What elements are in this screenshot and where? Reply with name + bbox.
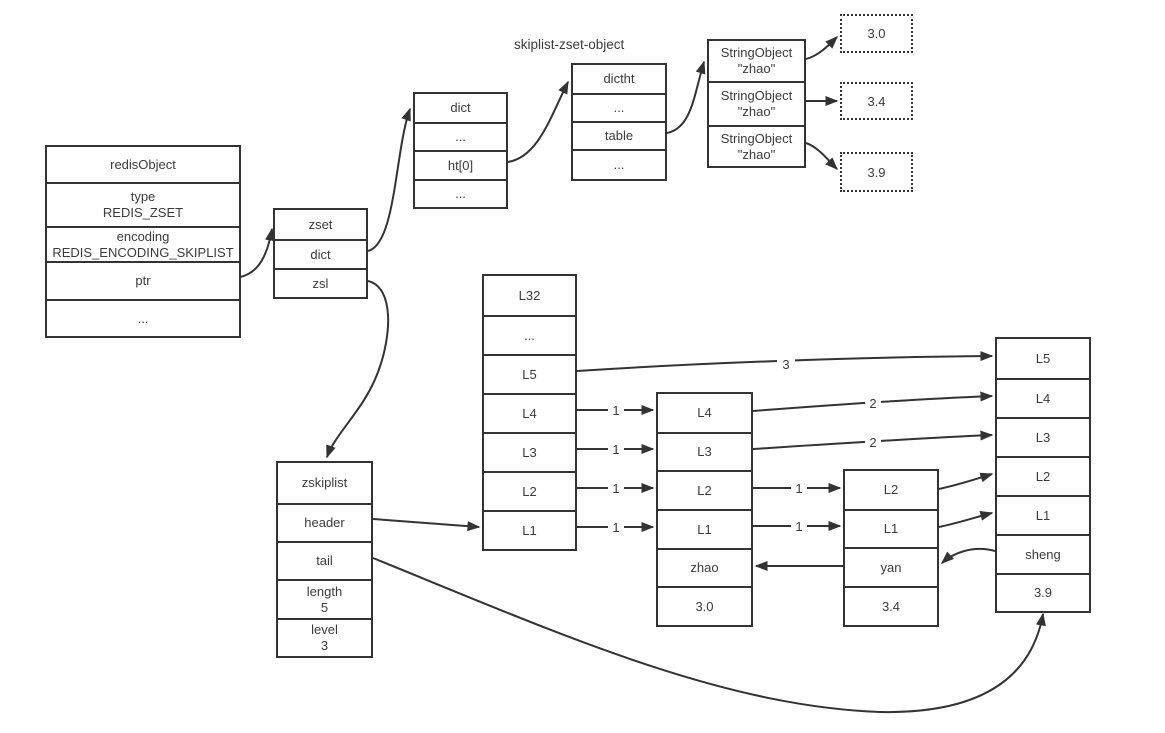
span-label-header-l5: 3 — [777, 356, 795, 372]
skiplist-node-yan: L2 L1 yan 3.4 — [843, 469, 939, 627]
redisobject-ptr-cell: ptr — [47, 261, 239, 299]
span-label-zhao-l4: 2 — [865, 395, 881, 411]
span-label-header-l1: 1 — [608, 519, 624, 535]
sheng-node-score-cell: 3.9 — [997, 573, 1089, 611]
span-label-zhao-l1: 1 — [791, 518, 807, 534]
sheng-node-member-cell: sheng — [997, 534, 1089, 573]
svg-text:1: 1 — [795, 481, 802, 496]
zset-struct: zset dict zsl — [273, 208, 368, 299]
yan-node-score-cell: 3.4 — [845, 586, 937, 625]
sheng-node-l3-cell: L3 — [997, 417, 1089, 456]
redisobject-ellipsis-cell: ... — [47, 299, 239, 336]
arrow-zset-zsl-to-zskiplist — [326, 280, 390, 459]
skiplist-header-node: L32 ... L5 L4 L3 L2 L1 — [482, 274, 577, 551]
arrow-ht0-to-dictht — [507, 80, 569, 163]
arrow-zhao-l3-to-sheng-l3 — [752, 430, 994, 450]
score-box-3-4: 3.4 — [840, 82, 913, 120]
arrow-ptr-to-zset — [239, 227, 275, 278]
diagram-title: skiplist-zset-object — [514, 37, 625, 52]
arrow-stringobject3-to-score3 — [805, 142, 838, 170]
arrow-header-l5-to-sheng-l5 — [576, 351, 994, 372]
arrow-zhao-l4-to-sheng-l4 — [752, 391, 994, 412]
svg-text:1: 1 — [795, 519, 802, 534]
arrow-sheng-backward-to-yan — [940, 547, 996, 564]
zhao-node-l2-cell: L2 — [658, 470, 751, 509]
score-box-3-0: 3.0 — [840, 14, 913, 53]
arrow-yan-l1-to-sheng-l1 — [938, 510, 994, 528]
header-node-l32-cell: L32 — [518, 287, 541, 303]
arrow-zset-dict-to-dict — [367, 107, 411, 252]
zskiplist-tail-cell: tail — [278, 541, 371, 579]
sheng-node-l4-cell: L4 — [997, 378, 1089, 417]
span-label-zhao-l3: 2 — [865, 434, 881, 450]
zhao-node-score-cell: 3.0 — [658, 586, 751, 625]
dictht-name-cell: dictht — [603, 71, 635, 86]
span-label-header-l2: 1 — [608, 480, 624, 496]
arrow-yan-l2-to-sheng-l2 — [938, 472, 994, 490]
stringobject-zhao-cell-3: StringObject"zhao" — [709, 125, 804, 166]
sheng-node-l1-cell: L1 — [997, 495, 1089, 534]
svg-text:1: 1 — [612, 520, 619, 535]
span-label-header-l4: 1 — [608, 402, 624, 418]
arrow-table-to-stringobject — [666, 60, 706, 134]
arrow-stringobject1-to-score1 — [805, 36, 838, 60]
dict-name-cell: dict — [450, 100, 471, 115]
zhao-node-member-cell: zhao — [658, 548, 751, 586]
zset-zsl-cell: zsl — [275, 268, 366, 297]
svg-text:2: 2 — [869, 396, 876, 411]
stringobject-zhao-cell-1: StringObject"zhao" — [720, 45, 793, 76]
header-node-l1-cell: L1 — [484, 510, 575, 549]
svg-text:1: 1 — [612, 442, 619, 457]
sheng-node-l5-cell: L5 — [1035, 350, 1051, 366]
dictht-struct: dictht ... table ... — [571, 63, 667, 181]
header-node-ellipsis-cell: ... — [484, 315, 575, 354]
arrow-header-to-header-node — [372, 518, 481, 532]
stringobject-table: StringObject"zhao" StringObject"zhao" St… — [707, 39, 806, 168]
span-label-header-l3: 1 — [608, 441, 624, 457]
zskiplist-header-cell: header — [278, 503, 371, 541]
zskiplist-name-cell: zskiplist — [301, 475, 348, 490]
header-node-l3-cell: L3 — [484, 432, 575, 471]
svg-text:2: 2 — [869, 435, 876, 450]
dict-ellipsis-cell: ... — [415, 122, 506, 150]
dictht-ellipsis2-cell: ... — [573, 149, 665, 179]
svg-text:3: 3 — [782, 357, 789, 372]
svg-text:1: 1 — [612, 481, 619, 496]
zset-name-cell: zset — [308, 216, 333, 232]
span-label-zhao-l2: 1 — [791, 480, 807, 496]
dict-struct: dict ... ht[0] ... — [413, 92, 508, 209]
dictht-ellipsis-cell: ... — [573, 93, 665, 121]
yan-node-l2-cell: L2 — [883, 482, 899, 497]
yan-node-l1-cell: L1 — [845, 509, 937, 547]
zset-dict-cell: dict — [275, 239, 366, 268]
stringobject-zhao-cell-2: StringObject"zhao" — [709, 81, 804, 125]
dict-ellipsis2-cell: ... — [415, 179, 506, 207]
svg-text:1: 1 — [612, 403, 619, 418]
dictht-table-cell: table — [573, 121, 665, 149]
score-box-3-9: 3.9 — [840, 152, 913, 192]
zhao-node-l4-cell: L4 — [697, 405, 712, 420]
skiplist-node-zhao: L4 L3 L2 L1 zhao 3.0 — [656, 392, 753, 627]
zhao-node-l1-cell: L1 — [658, 509, 751, 548]
sheng-node-l2-cell: L2 — [997, 456, 1089, 495]
zhao-node-l3-cell: L3 — [658, 432, 751, 470]
header-node-l4-cell: L4 — [484, 393, 575, 432]
header-node-l2-cell: L2 — [484, 471, 575, 510]
yan-node-member-cell: yan — [845, 547, 937, 586]
redisobject-name-cell: redisObject — [110, 156, 176, 172]
dict-ht0-cell: ht[0] — [415, 150, 506, 179]
header-node-l5-cell: L5 — [484, 354, 575, 393]
skiplist-node-sheng: L5 L4 L3 L2 L1 sheng 3.9 — [995, 337, 1091, 613]
